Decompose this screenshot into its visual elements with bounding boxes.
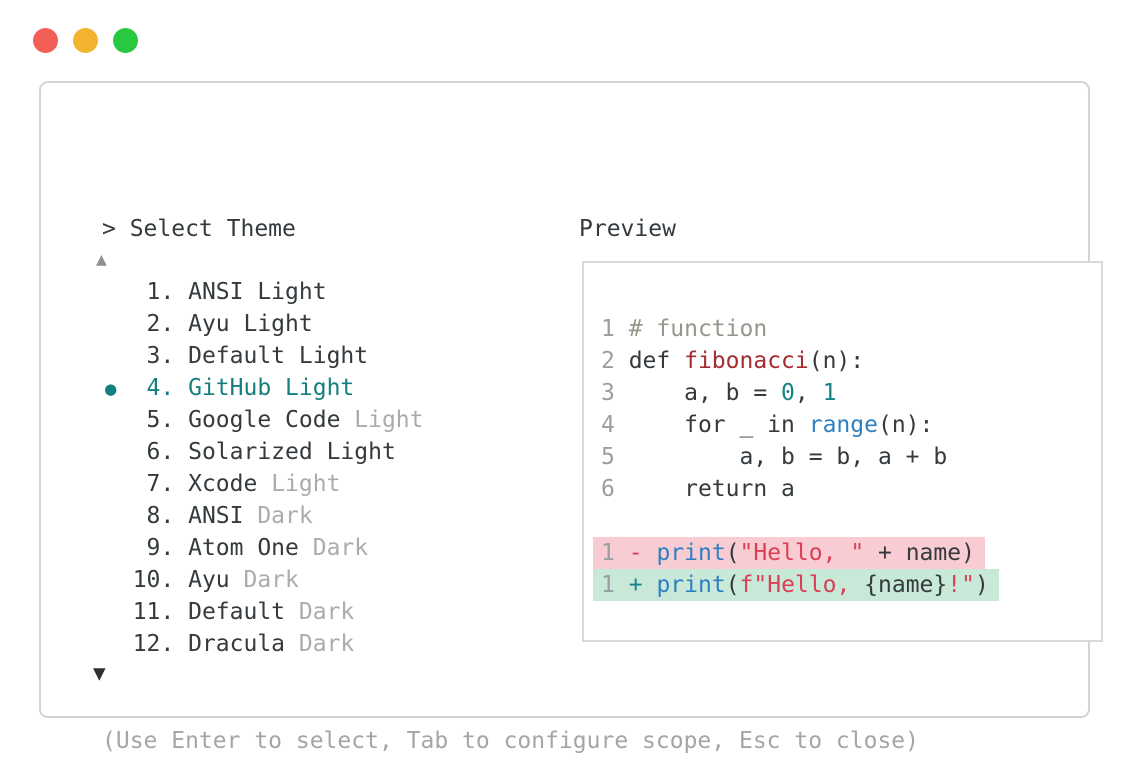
select-theme-prompt: > Select Theme — [102, 216, 296, 242]
theme-option[interactable]: 3. Default Light — [105, 340, 424, 372]
zoom-button[interactable] — [113, 28, 138, 53]
theme-option-number: 9. — [118, 535, 189, 561]
theme-option-label: Ayu — [188, 567, 230, 593]
code-line: 6 return a — [601, 476, 795, 502]
selected-bullet-icon: ● — [105, 378, 117, 400]
bullet-spacer — [105, 532, 119, 564]
theme-option-number: 8. — [118, 503, 189, 529]
scroll-down-icon[interactable]: ▼ — [93, 661, 106, 685]
code-line: 1 # function — [601, 316, 768, 342]
theme-option[interactable]: 6. Solarized Light — [105, 436, 424, 468]
theme-option[interactable]: 1. ANSI Light — [105, 276, 424, 308]
theme-option-number: 7. — [118, 471, 189, 497]
theme-option-number: 4. — [118, 375, 189, 401]
help-text: (Use Enter to select, Tab to configure s… — [102, 728, 919, 754]
code-line: 5 a, b = b, a + b — [601, 444, 948, 470]
code-line: 3 a, b = 0, 1 — [601, 380, 837, 406]
theme-option-number: 1. — [118, 279, 189, 305]
bullet-spacer — [105, 436, 119, 468]
theme-option-number: 3. — [118, 343, 189, 369]
theme-option-number: 2. — [118, 311, 189, 337]
theme-option[interactable]: ● 4. GitHub Light — [105, 372, 424, 404]
theme-option-variant: Dark — [243, 503, 313, 529]
theme-option-number: 12. — [118, 631, 189, 657]
code-line: 4 for _ in range(n): — [601, 412, 934, 438]
theme-option-variant: Light — [257, 471, 341, 497]
theme-selector-panel: > Select Theme Preview ▲ 1. ANSI Light 2… — [39, 81, 1103, 754]
theme-option[interactable]: 7. Xcode Light — [105, 468, 424, 500]
bullet-spacer — [105, 596, 119, 628]
bullet-spacer — [105, 340, 119, 372]
theme-option-label: Default — [188, 599, 286, 625]
theme-option-number: 11. — [118, 599, 189, 625]
theme-option-label: Google Code — [188, 407, 341, 433]
theme-option-label: ANSI Light — [188, 279, 327, 305]
diff-line-added: 1 + print(f"Hello, {name}!") — [593, 569, 999, 601]
preview-pane: 1 # function 2 def fibonacci(n): 3 a, b = … — [582, 261, 1103, 642]
theme-option[interactable]: 8. ANSI Dark — [105, 500, 424, 532]
bullet-spacer — [105, 276, 119, 308]
bullet-spacer — [105, 628, 119, 660]
preview-title: Preview — [579, 216, 676, 242]
theme-option-number: 5. — [118, 407, 189, 433]
theme-option[interactable]: 10. Ayu Dark — [105, 564, 424, 596]
theme-option[interactable]: 9. Atom One Dark — [105, 532, 424, 564]
theme-option[interactable]: 11. Default Dark — [105, 596, 424, 628]
bullet-spacer — [105, 404, 119, 436]
scroll-up-icon[interactable]: ▲ — [96, 249, 107, 270]
theme-option-label: Dracula — [188, 631, 286, 657]
theme-option-number: 6. — [118, 439, 189, 465]
theme-option-variant: Dark — [285, 631, 355, 657]
theme-option-label: Solarized Light — [188, 439, 396, 465]
bullet-spacer — [105, 564, 119, 596]
theme-option-variant: Dark — [229, 567, 299, 593]
theme-option[interactable]: 2. Ayu Light — [105, 308, 424, 340]
code-preview: 1 # function 2 def fibonacci(n): 3 a, b = … — [593, 313, 999, 601]
theme-option[interactable]: 12. Dracula Dark — [105, 628, 424, 660]
bullet-spacer — [105, 500, 119, 532]
code-line: 2 def fibonacci(n): — [601, 348, 865, 374]
theme-option-label: Ayu Light — [188, 311, 313, 337]
theme-option-label: GitHub Light — [188, 375, 355, 401]
theme-option-variant: Light — [340, 407, 424, 433]
theme-option-number: 10. — [118, 567, 189, 593]
theme-list: 1. ANSI Light 2. Ayu Light 3. Default Li… — [105, 276, 424, 660]
theme-option-variant: Dark — [285, 599, 355, 625]
theme-option-label: Xcode — [188, 471, 258, 497]
theme-option-label: Default Light — [188, 343, 369, 369]
theme-option[interactable]: 5. Google Code Light — [105, 404, 424, 436]
bullet-spacer — [105, 468, 119, 500]
window-controls — [33, 28, 138, 53]
theme-option-label: ANSI — [188, 503, 244, 529]
close-button[interactable] — [33, 28, 58, 53]
minimize-button[interactable] — [73, 28, 98, 53]
theme-option-variant: Dark — [298, 535, 369, 561]
bullet-spacer — [105, 308, 119, 340]
theme-option-label: Atom One — [188, 535, 299, 561]
diff-line-removed: 1 - print("Hello, " + name) — [593, 537, 985, 569]
